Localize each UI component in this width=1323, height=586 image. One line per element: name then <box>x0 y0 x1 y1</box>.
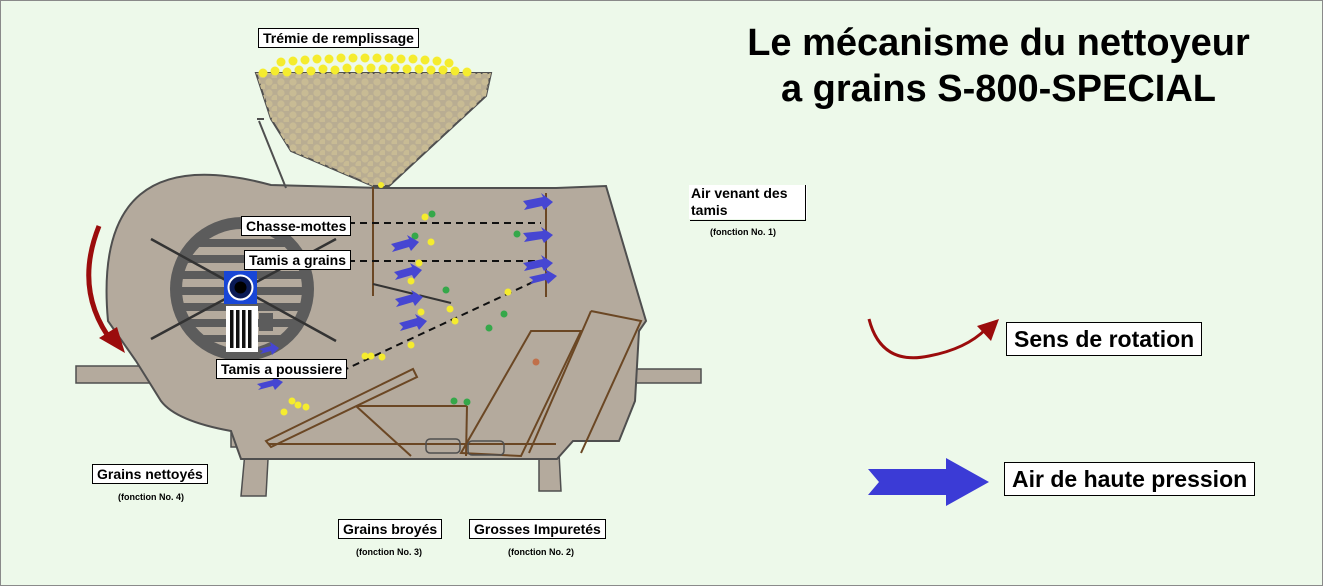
label-clean-grain: Grains nettoyés <box>92 464 208 485</box>
impurity-particles <box>411 210 521 406</box>
legend-air-arrow-icon <box>868 458 989 506</box>
discharge-chutes <box>264 310 643 458</box>
legend-air-label: Air de haute pression <box>1004 462 1256 497</box>
label-coarse-impurities: Grosses Impuretés <box>469 519 606 540</box>
rotation-arrow-icon <box>86 225 125 353</box>
title-line-1: Le mécanisme du nettoyeur <box>747 22 1250 64</box>
legend-rotation-label: Sens de rotation <box>1006 322 1203 357</box>
label-air-function: (fonction No. 1) <box>710 227 776 237</box>
label-coarse-impurities-function: (fonction No. 2) <box>508 547 574 557</box>
label-air-from-sieves: Air venant des tamis <box>689 185 807 219</box>
label-clean-grain-function: (fonction No. 4) <box>118 492 184 502</box>
motor-hub <box>224 271 273 352</box>
legend-rotation-icon <box>867 318 999 360</box>
coarse-particle <box>532 358 540 366</box>
label-crushed-grain-function: (fonction No. 3) <box>356 547 422 557</box>
title-line-2: a grains S-800-SPECIAL <box>780 67 1217 110</box>
label-dust-sieve: Tamis a poussiere <box>216 359 348 380</box>
label-crushed-grain: Grains broyés <box>338 519 443 540</box>
label-grain-sieve: Tamis a grains <box>244 250 352 271</box>
outlets <box>425 438 505 456</box>
hopper-grain-pile <box>258 53 472 188</box>
diagram-title: Le mécanisme du nettoyeur a grains S-800… <box>691 21 1306 112</box>
air-arrow-icon <box>257 193 557 390</box>
label-hopper: Trémie de remplissage <box>258 28 419 49</box>
label-clod-chaser: Chasse-mottes <box>241 216 352 237</box>
